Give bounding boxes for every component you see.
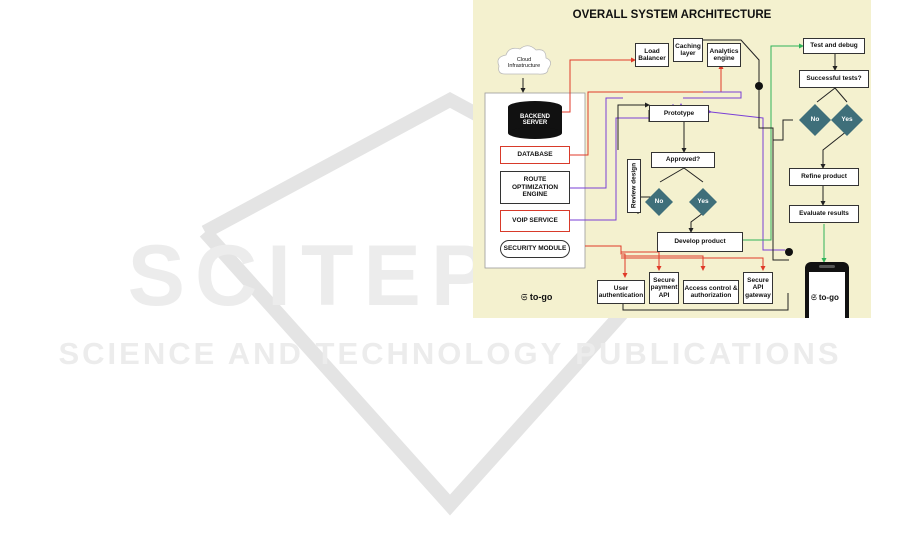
phone-logo-icon: 𝔖 xyxy=(811,293,817,302)
load-balancer-box: Load Balancer xyxy=(635,43,669,67)
no-label-2: No xyxy=(810,116,820,123)
diamond-no-1 xyxy=(645,188,673,216)
junction-dot-bottom xyxy=(785,248,793,256)
secure-gateway-box: Secure API gateway xyxy=(743,272,773,304)
no-label-1: No xyxy=(654,198,664,205)
cloud-label: Cloud Infrastructure xyxy=(507,56,541,69)
secure-payment-box: Secure payment API xyxy=(649,272,679,304)
review-design-box xyxy=(627,159,641,213)
security-module-box: SECURITY MODULE xyxy=(500,240,570,258)
database-box: DATABASE xyxy=(500,146,570,164)
caching-layer-box: Caching layer xyxy=(673,38,703,62)
logo-text: to-go xyxy=(529,292,553,302)
route-engine-box: ROUTE OPTIMIZATION ENGINE xyxy=(500,171,570,204)
test-debug-box: Test and debug xyxy=(803,38,865,54)
approved-box: Approved? xyxy=(651,152,715,168)
watermark-subtitle: SCIENCE AND TECHNOLOGY PUBLICATIONS xyxy=(58,336,841,371)
cloud-shape xyxy=(497,45,551,75)
develop-product-box: Develop product xyxy=(657,232,743,252)
successful-tests-box: Successful tests? xyxy=(799,70,869,88)
diamond-yes-2 xyxy=(831,104,863,136)
brand-logo-main: 𝔖 to-go xyxy=(521,292,552,303)
logo-icon: 𝔖 xyxy=(521,292,528,302)
brand-logo-phone: 𝔖 to-go xyxy=(811,293,839,303)
voip-service-box: VOIP SERVICE xyxy=(500,210,570,232)
refine-product-box: Refine product xyxy=(789,168,859,186)
yes-label-2: Yes xyxy=(841,116,853,123)
prototype-box: Prototype xyxy=(649,105,709,122)
yes-label-1: Yes xyxy=(697,198,709,205)
evaluate-results-box: Evaluate results xyxy=(789,205,859,223)
phone-logo-text: to-go xyxy=(818,293,839,302)
diagram-title: OVERALL SYSTEM ARCHITECTURE xyxy=(572,9,772,21)
junction-dot-top xyxy=(755,82,763,90)
user-auth-box: User authentication xyxy=(597,280,645,304)
backend-server-label: BACKEND SERVER xyxy=(520,114,550,126)
architecture-diagram: OVERALL SYSTEM ARCHITECTURE Cloud Infras… xyxy=(473,0,871,318)
diamond-no-2 xyxy=(799,104,831,136)
access-control-box: Access control & authorization xyxy=(683,280,739,304)
diamond-yes-1 xyxy=(689,188,717,216)
analytics-engine-box: Analytics engine xyxy=(707,43,741,67)
review-design-label: Review design xyxy=(630,162,638,209)
